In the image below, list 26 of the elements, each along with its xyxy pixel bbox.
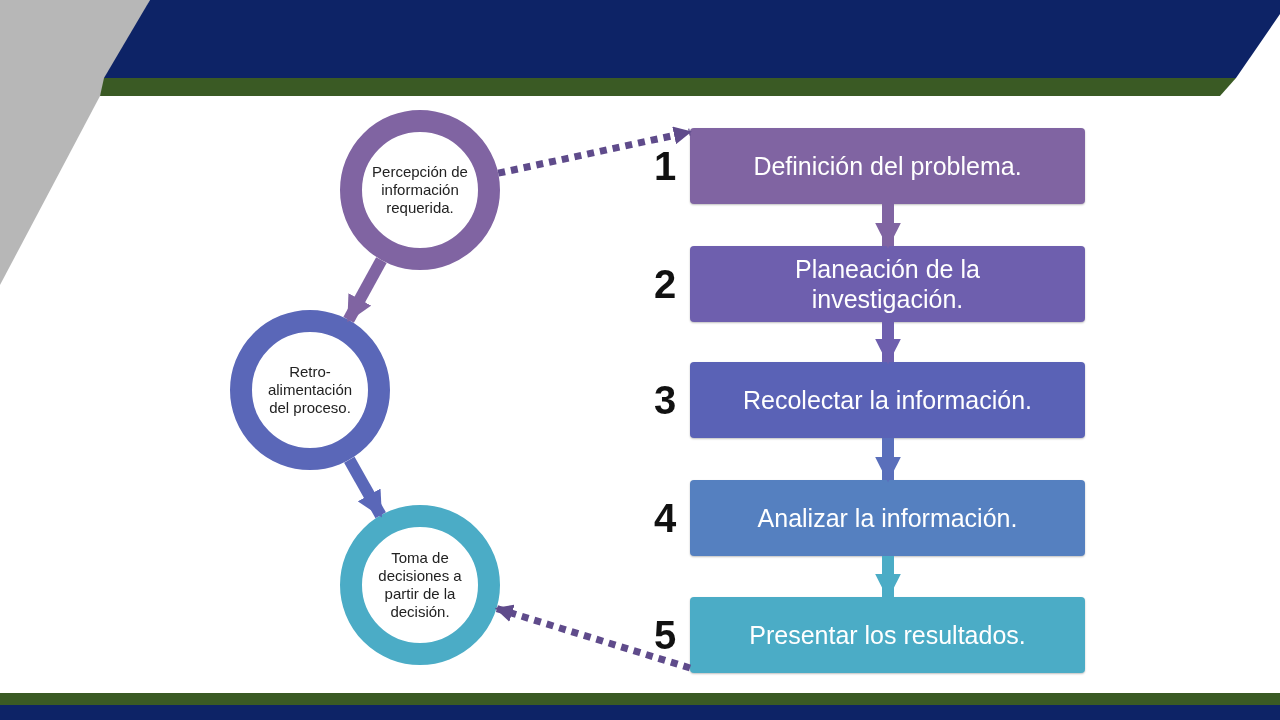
- step-label: Definición del problema.: [753, 151, 1022, 181]
- arrow: [344, 456, 386, 519]
- arrow: [875, 204, 901, 249]
- step-box: [690, 480, 1085, 556]
- ring-label: Toma de decisiones a partir de la decisión.: [377, 549, 463, 621]
- step-number: 2: [654, 264, 677, 304]
- arrow: [875, 556, 901, 600]
- step-label: Recolectar la información.: [743, 385, 1032, 415]
- dotted-arrow: [497, 126, 692, 177]
- step-box: [690, 362, 1085, 438]
- step-number: 1: [654, 146, 677, 186]
- arrow: [875, 438, 901, 483]
- step-box: [690, 128, 1085, 204]
- ring-label: Retro- alimentación del proceso.: [266, 363, 354, 417]
- step-label: Analizar la información.: [757, 503, 1018, 533]
- ring-label: Percepción de información requerida.: [371, 163, 469, 217]
- arrow: [875, 322, 901, 365]
- dotted-arrow: [494, 604, 692, 672]
- step-number: 4: [654, 498, 677, 538]
- step-label: Presentar los resultados.: [749, 620, 1026, 650]
- step-number: 5: [654, 615, 677, 655]
- arrow: [343, 257, 387, 323]
- step-box: [690, 597, 1085, 673]
- step-number: 3: [654, 380, 677, 420]
- step-label: Planeación de la investigación.: [794, 254, 981, 314]
- step-box: [690, 246, 1085, 322]
